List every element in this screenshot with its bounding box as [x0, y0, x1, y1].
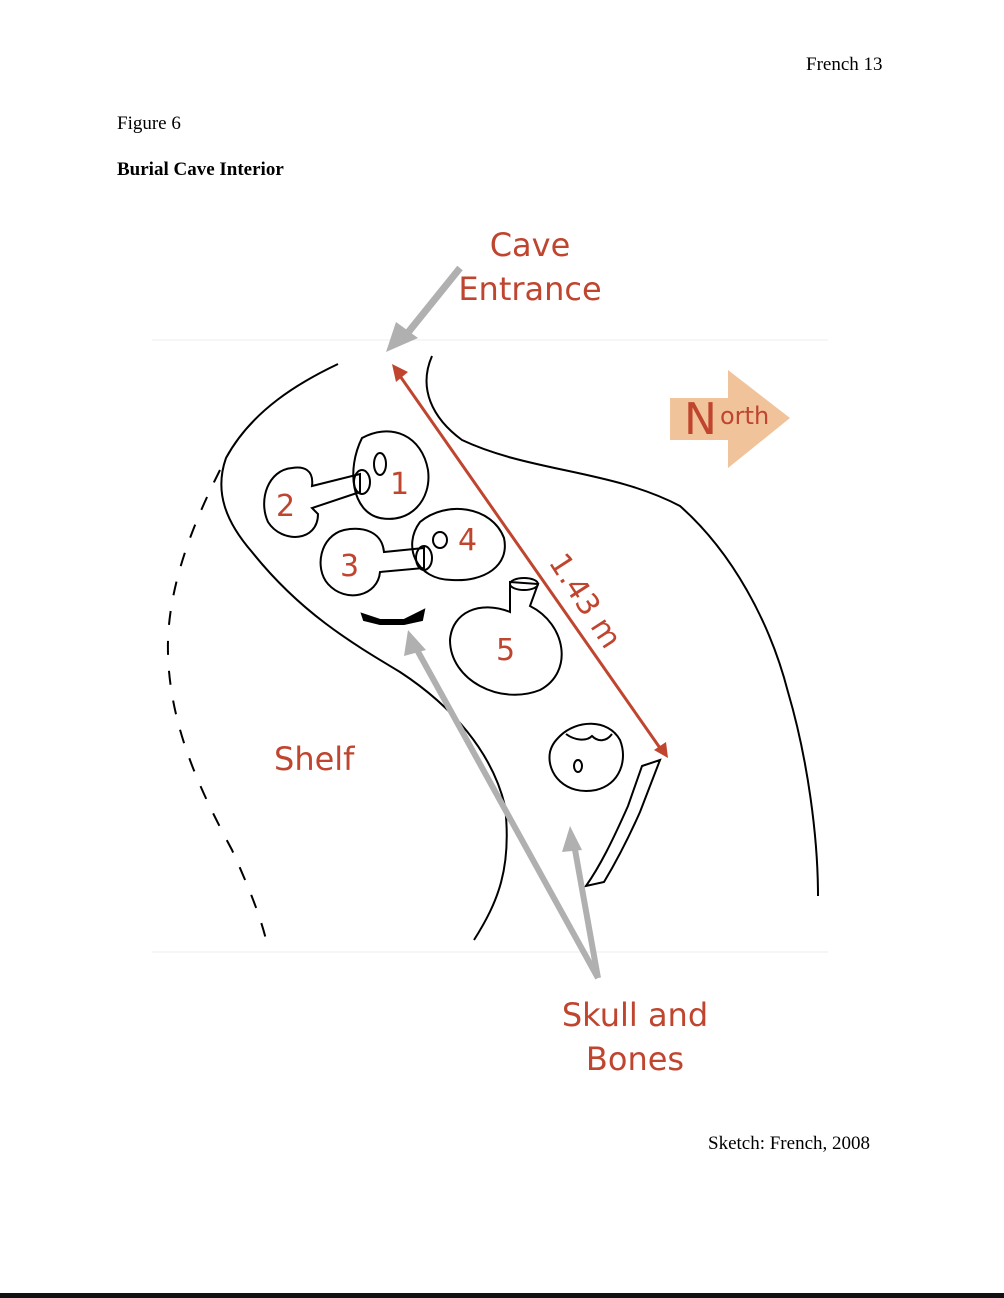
pot-number-3: 3 — [340, 549, 359, 584]
north-arrow — [670, 370, 790, 468]
skull-label-line2: Bones — [586, 1040, 684, 1078]
figure-title: Burial Cave Interior — [117, 159, 284, 180]
shelf-edge-dashed — [166, 469, 269, 949]
measurement-arrow — [392, 364, 668, 758]
entrance-label-line1: Cave — [490, 226, 571, 264]
pot-5-outline — [448, 577, 563, 696]
pot-number-1: 1 — [390, 467, 409, 502]
skull-label-line1: Skull and — [562, 996, 708, 1034]
pot-number-2: 2 — [276, 489, 295, 524]
long-bone — [583, 758, 662, 888]
figure-number: Figure 6 — [117, 113, 181, 134]
pot-3-outline — [319, 527, 433, 597]
sketch-credit: Sketch: French, 2008 — [708, 1133, 871, 1154]
cave-left-wall — [220, 363, 508, 941]
pot-number-5: 5 — [496, 633, 515, 668]
pot-1-outline — [352, 430, 430, 520]
pot-number-4: 4 — [458, 523, 477, 558]
cave-right-wall — [425, 355, 819, 897]
page-header-label: French 13 — [806, 54, 883, 75]
entrance-pointer-arrow — [386, 265, 463, 352]
north-label-initial: N — [684, 394, 717, 445]
skull-drawing — [548, 722, 624, 792]
skull-pointer-arrows — [404, 630, 601, 980]
bottom-rule — [0, 1293, 1004, 1298]
entrance-label-line2: Entrance — [458, 270, 601, 308]
north-label-rest: orth — [720, 402, 769, 430]
pot-4-outline — [411, 508, 506, 582]
shelf-label: Shelf — [274, 740, 355, 778]
small-bone — [360, 608, 426, 625]
